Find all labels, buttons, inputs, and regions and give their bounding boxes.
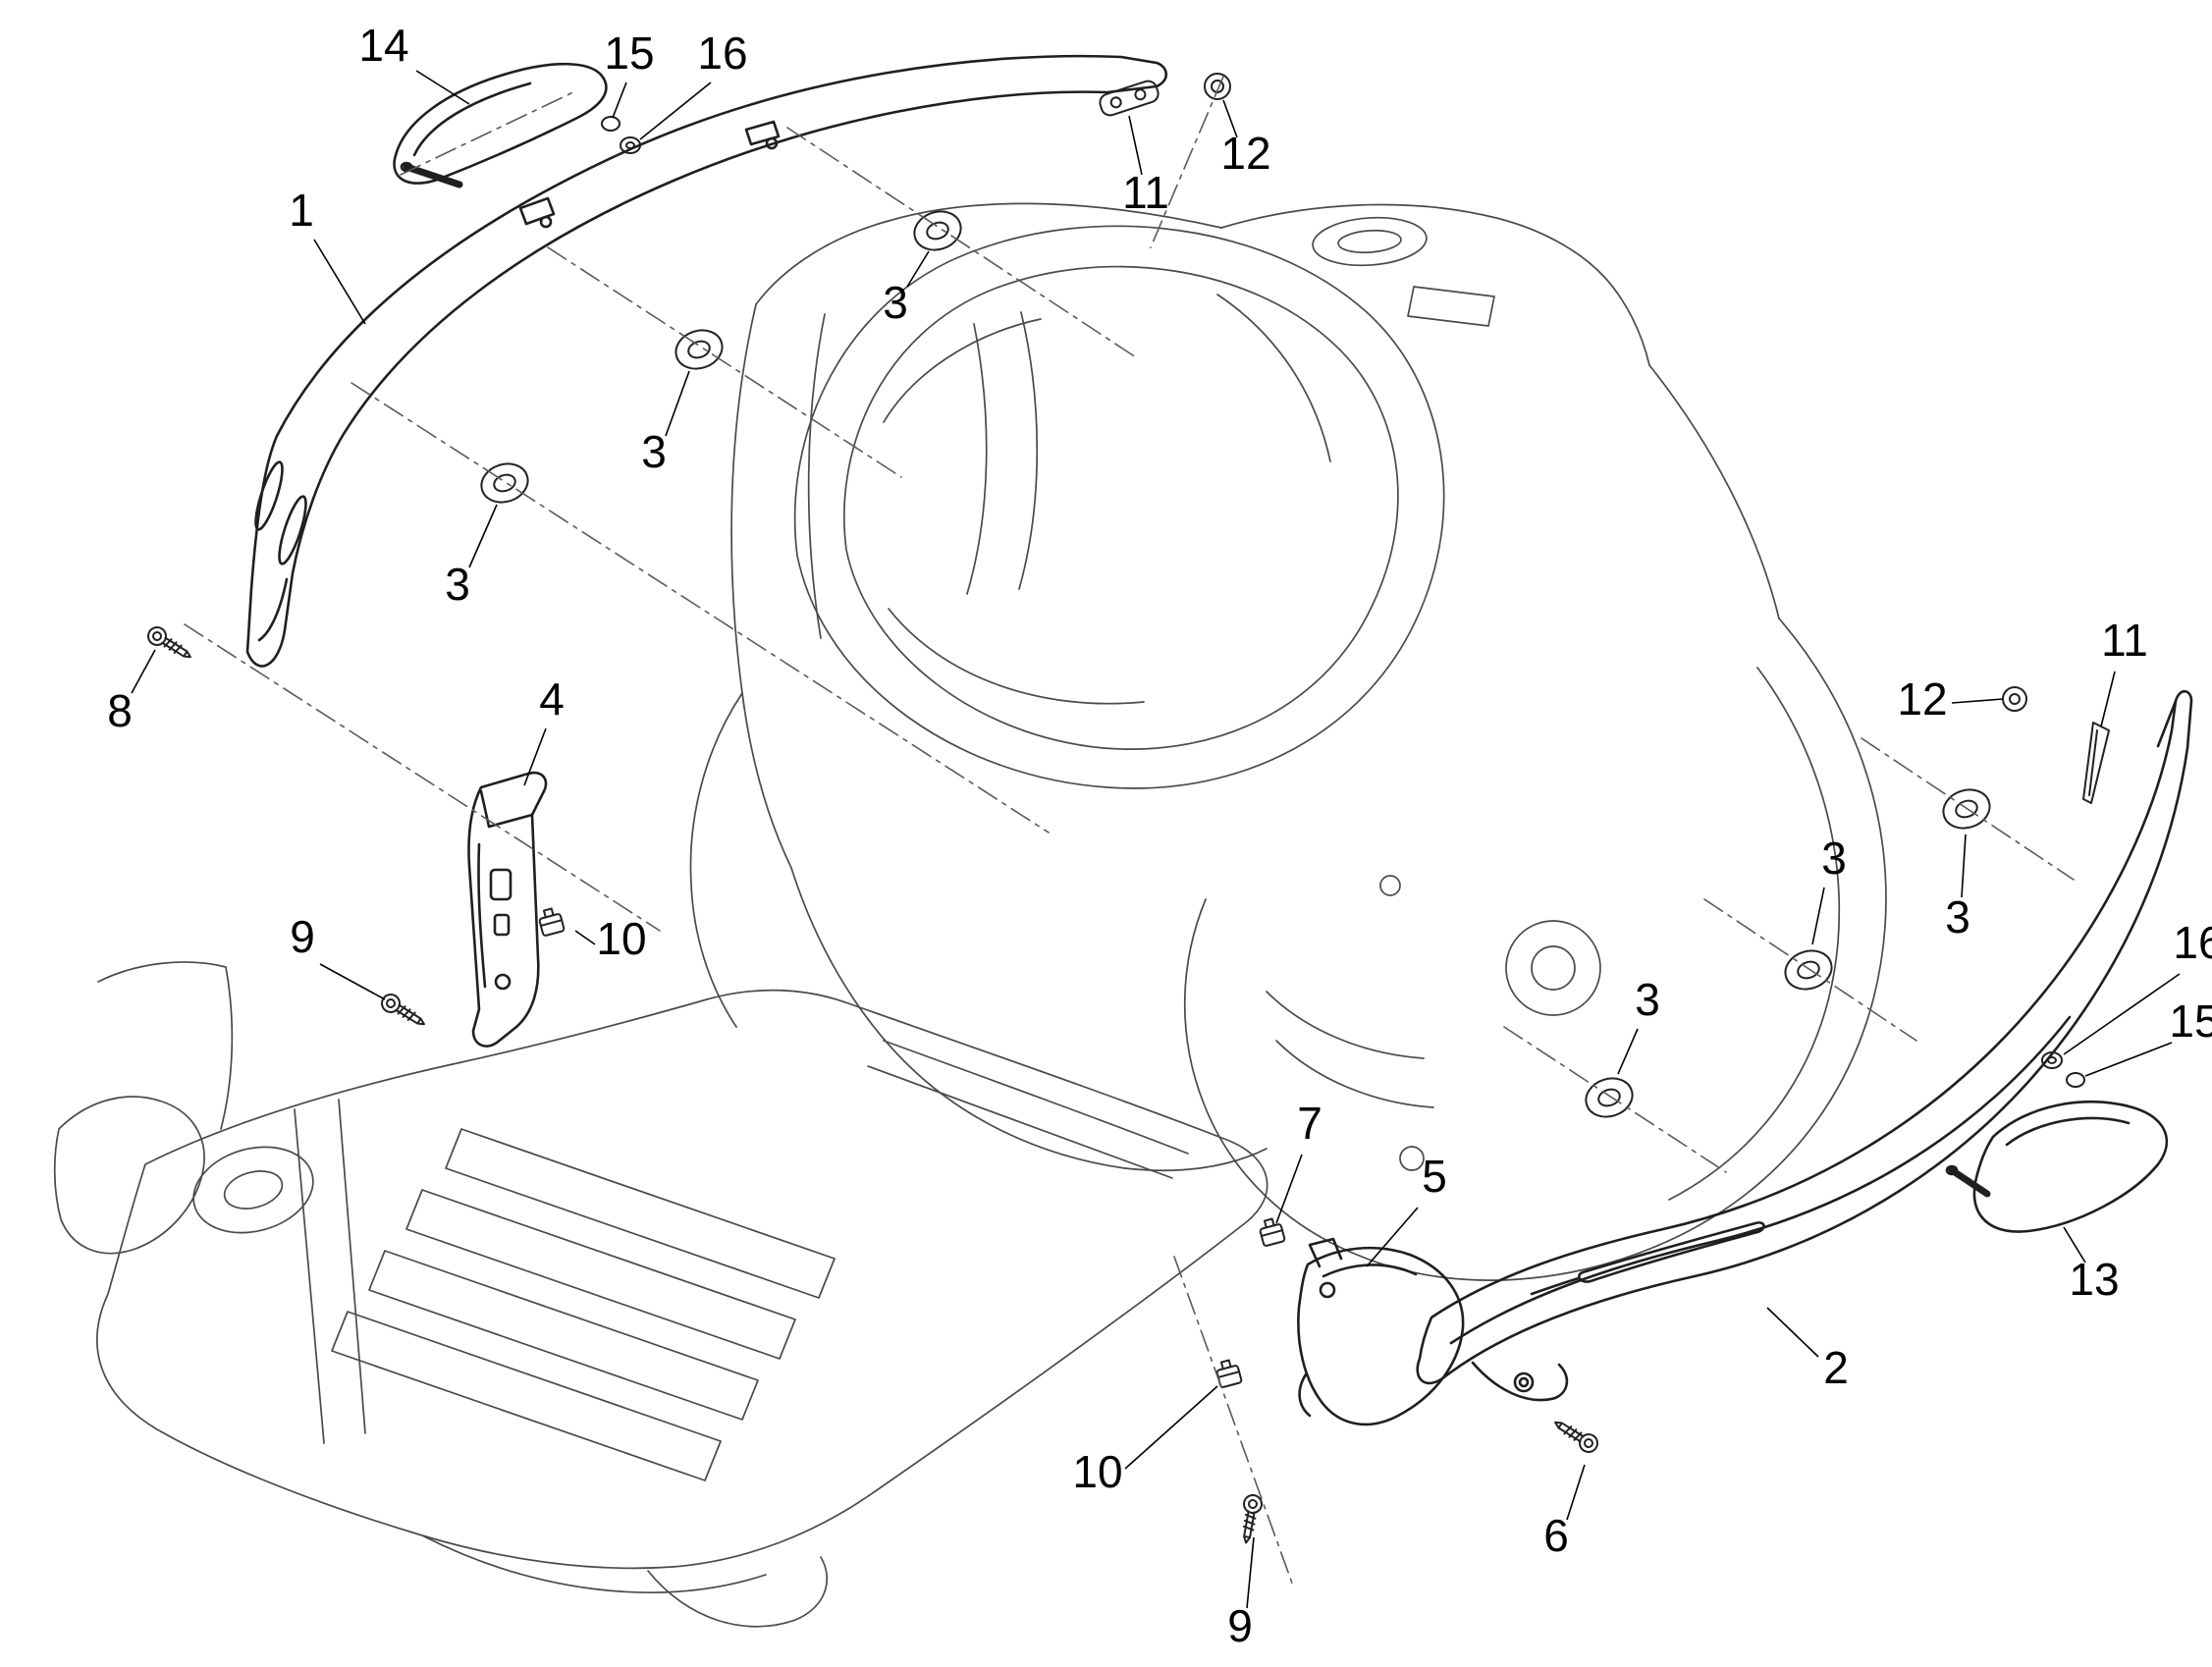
- callout-leader-line: [1617, 1028, 1639, 1075]
- callout-number: 4: [539, 673, 565, 725]
- grommet-icon: [1585, 1077, 1634, 1118]
- callout-leader-line: [1961, 834, 1967, 898]
- screw-icon: [1242, 1494, 1263, 1544]
- callout-leader-line: [639, 81, 712, 140]
- washer-icon: [2041, 1051, 2063, 1069]
- callout-number: 3: [445, 559, 470, 610]
- callout-number: 14: [358, 20, 408, 71]
- callout-number: 9: [290, 911, 315, 962]
- callout-leader-line: [612, 81, 627, 119]
- clip-icon: [538, 907, 566, 937]
- callout-leader-line: [1222, 99, 1238, 138]
- part-14-top-molding: [393, 62, 608, 188]
- pin-fastener-icon: [2082, 722, 2110, 804]
- callout-leader-line: [1766, 1307, 1819, 1358]
- callout-number: 3: [1635, 974, 1660, 1025]
- callout-leader-line: [468, 504, 498, 568]
- callout-leader-line: [2063, 973, 2181, 1055]
- callout-number: 15: [604, 27, 654, 79]
- callout-leader-line: [1124, 1385, 1218, 1470]
- callout-leader-line: [1951, 698, 2004, 704]
- screw-icon: [147, 626, 191, 659]
- callout-number: 1: [289, 185, 314, 236]
- round-fastener-icon: [2002, 686, 2027, 712]
- callout-leader-line: [1275, 1154, 1303, 1224]
- callout-number: 11: [1122, 167, 1169, 218]
- part-1-left-side-trim: [245, 54, 1168, 668]
- part-4-side-bracket: [467, 771, 548, 1048]
- callout-number: 16: [697, 27, 747, 79]
- strap-fastener-icon: [1099, 80, 1160, 117]
- callout-leader-line: [415, 70, 470, 105]
- grommet-icon: [1942, 788, 1991, 830]
- floorboard-assembly: [53, 961, 1268, 1628]
- callout-leader-line: [665, 370, 690, 437]
- part-5-lower-cover: [1297, 1237, 1465, 1426]
- rubber-grommets: [480, 210, 1991, 1118]
- grommet-icon: [913, 210, 962, 251]
- washer-icon: [601, 116, 620, 132]
- callout-leader-line: [1811, 887, 1825, 945]
- callout-number: 7: [1297, 1098, 1322, 1149]
- callout-number: 10: [596, 913, 646, 964]
- callout-number: 12: [1897, 673, 1947, 725]
- callout-number: 10: [1072, 1446, 1122, 1497]
- callout-number: 12: [1220, 128, 1270, 179]
- screws: [147, 626, 1598, 1544]
- callout-number: 13: [2069, 1254, 2119, 1305]
- clip-icon: [1259, 1217, 1286, 1247]
- callout-number: 2: [1823, 1342, 1849, 1393]
- screw-icon: [381, 994, 425, 1026]
- grommet-icon: [1784, 949, 1833, 991]
- callout-leader-line: [1566, 1464, 1586, 1521]
- callout-leader-line: [1246, 1536, 1255, 1609]
- callout-number: 6: [1543, 1510, 1569, 1561]
- callout-number: 3: [883, 277, 908, 328]
- callout-number: 3: [1945, 891, 1970, 942]
- callout-number: 15: [2169, 995, 2212, 1047]
- callout-leader-line: [1366, 1207, 1419, 1267]
- washer-icon: [620, 136, 641, 154]
- part-2-right-side-trim: [1416, 689, 2193, 1402]
- assembly-axis-lines: [184, 76, 2075, 1589]
- callout-number: 5: [1422, 1151, 1447, 1202]
- callout-number: 11: [2101, 615, 2148, 666]
- callout-number: 8: [107, 685, 133, 736]
- callout-leader-line: [2084, 1042, 2173, 1077]
- round-fastener-icon: [1204, 73, 1231, 100]
- scooter-main-body: [689, 202, 1887, 1281]
- screw-icon: [1554, 1421, 1598, 1453]
- small-fasteners: [601, 73, 2110, 1088]
- callout-leader-line: [319, 963, 386, 1000]
- callout-number: 3: [1821, 833, 1847, 884]
- callout-leader-line: [1128, 115, 1143, 176]
- grommet-icon: [480, 462, 529, 504]
- callout-number: 3: [641, 426, 667, 477]
- callout-leader-line: [523, 727, 547, 786]
- callout-leader-line: [313, 239, 366, 325]
- washer-icon: [2066, 1072, 2085, 1088]
- callout-leader-line: [131, 649, 156, 694]
- callout-leader-line: [574, 930, 596, 945]
- part-13-right-molding: [1945, 1100, 2169, 1233]
- grommet-icon: [674, 329, 724, 370]
- callout-leader-line: [2063, 1226, 2086, 1264]
- clip-icon: [1215, 1359, 1243, 1388]
- callout-leader-line: [2100, 671, 2116, 727]
- callout-leader-line: [906, 250, 930, 288]
- callout-number: 16: [2173, 917, 2212, 968]
- callout-number: 9: [1227, 1600, 1253, 1651]
